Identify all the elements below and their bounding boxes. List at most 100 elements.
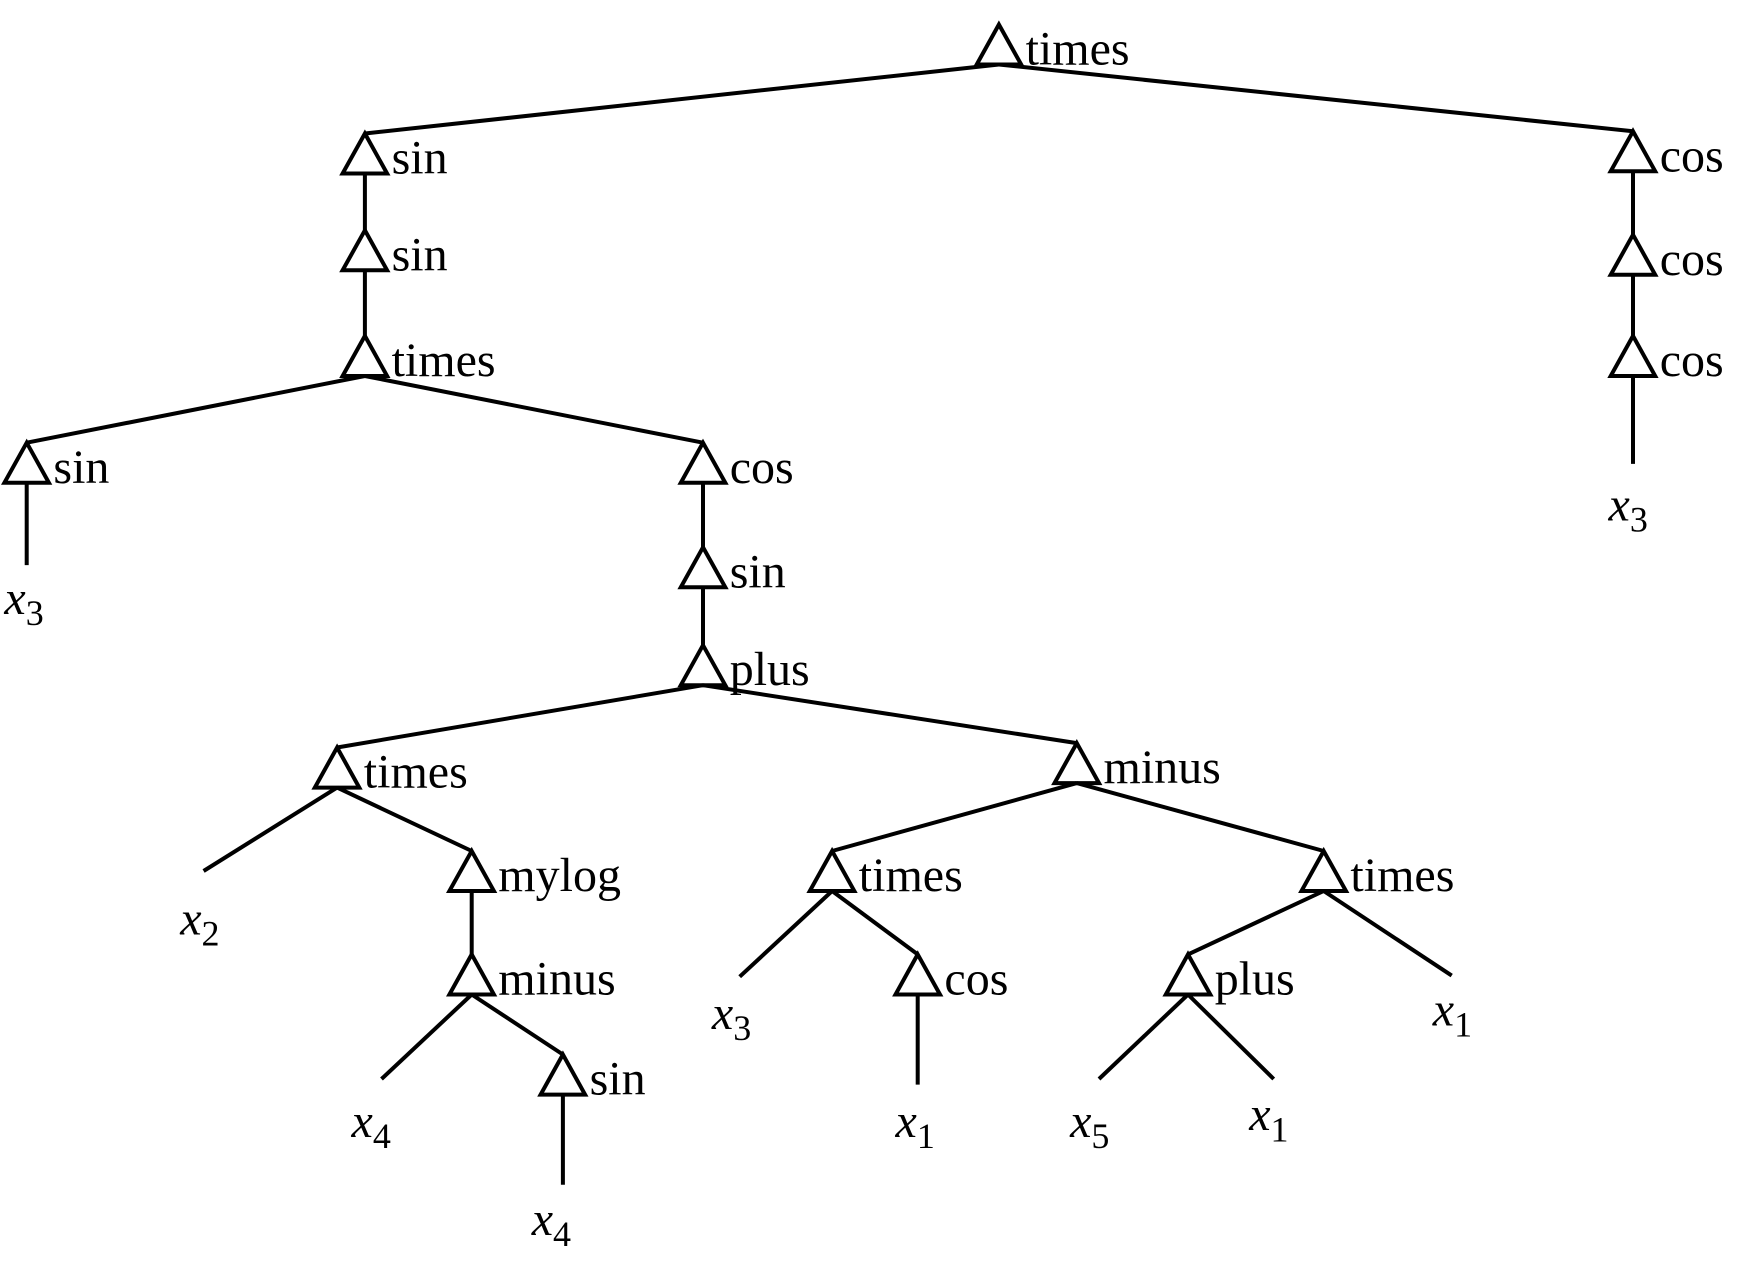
- leaf-variable-label: x3: [3, 572, 43, 633]
- tree-edge: [738, 889, 834, 979]
- operator-label: cos: [1660, 129, 1724, 182]
- operator-label: sin: [392, 228, 448, 281]
- operator-label: plus: [730, 643, 810, 696]
- operator-label: cos: [1660, 334, 1724, 387]
- triangle-node-icon: [1607, 127, 1659, 174]
- triangle-node-icon: [445, 846, 498, 893]
- triangle-node-icon: [973, 20, 1025, 67]
- operator-node-plus: plus: [677, 641, 810, 696]
- operator-label: plus: [1215, 953, 1295, 1006]
- tree-edge: [702, 683, 1078, 746]
- operator-node-times: times: [973, 20, 1130, 76]
- leaf-variable-label: x3: [1608, 479, 1648, 540]
- operator-node-sin: sin: [339, 129, 448, 185]
- tree-edge: [1097, 993, 1190, 1081]
- leaf-subscript: 5: [1091, 1116, 1109, 1156]
- triangle-node-icon: [339, 226, 391, 273]
- triangle-node-icon: [806, 846, 858, 893]
- leaf-subscript: 4: [553, 1214, 571, 1254]
- triangle-node-icon: [1051, 738, 1103, 786]
- tree-edge: [1076, 781, 1325, 853]
- leaf-variable-label: x1: [1432, 984, 1472, 1045]
- tree-edge: [1187, 889, 1325, 957]
- triangle-node-icon: [339, 331, 391, 378]
- operator-node-minus: minus: [445, 950, 616, 1006]
- operator-node-sin: sin: [339, 226, 448, 281]
- operator-node-cos: cos: [677, 438, 794, 494]
- operator-label: cos: [730, 441, 794, 494]
- operator-node-mylog: mylog: [445, 846, 621, 902]
- triangle-node-icon: [1298, 846, 1350, 893]
- leaf-variable-label: x4: [531, 1193, 571, 1254]
- tree-nodes: times sin sin times sin cos sin plus times mylog m…: [0, 20, 1724, 1106]
- operator-node-plus: plus: [1162, 950, 1295, 1006]
- triangle-node-icon: [677, 543, 729, 590]
- leaf-subscript: 3: [733, 1008, 751, 1048]
- triangle-node-icon: [445, 950, 498, 997]
- operator-node-times: times: [1298, 846, 1454, 902]
- leaf-subscript: 1: [917, 1116, 935, 1156]
- triangle-node-icon: [1607, 230, 1659, 277]
- leaf-subscript: 1: [1454, 1005, 1472, 1045]
- tree-edge: [26, 374, 366, 445]
- triangle-node-icon: [311, 743, 363, 790]
- leaf-variable-label: x1: [895, 1095, 935, 1156]
- triangle-node-icon: [1607, 331, 1659, 378]
- operator-node-sin: sin: [677, 543, 786, 598]
- operator-label: minus: [498, 953, 615, 1006]
- leaf-variable-label: x2: [179, 892, 219, 953]
- tree-edge: [470, 992, 564, 1057]
- operator-node-cos: cos: [1607, 331, 1724, 387]
- triangle-node-icon: [677, 641, 729, 688]
- operator-label: cos: [944, 953, 1008, 1006]
- tree-edge: [1322, 889, 1453, 978]
- operator-label: times: [1350, 849, 1454, 902]
- leaf-subscript: 2: [202, 914, 220, 954]
- leaf-variable-label: x3: [711, 987, 751, 1048]
- operator-label: sin: [53, 441, 109, 494]
- operator-node-times: times: [311, 743, 468, 799]
- leaf-subscript: 1: [1271, 1109, 1289, 1149]
- tree-edge: [831, 781, 1078, 853]
- tree-edge: [202, 785, 339, 873]
- triangle-node-icon: [892, 950, 944, 997]
- operator-node-times: times: [806, 846, 963, 902]
- operator-node-sin: sin: [537, 1050, 646, 1106]
- triangle-node-icon: [677, 438, 729, 485]
- leaf-variable-label: x1: [1248, 1088, 1288, 1149]
- operator-node-times: times: [339, 331, 496, 387]
- operator-node-cos: cos: [892, 950, 1008, 1006]
- tree-edge: [998, 62, 1634, 134]
- operator-label: sin: [392, 132, 448, 185]
- operator-label: sin: [590, 1053, 646, 1106]
- tree-edge: [336, 683, 704, 750]
- tree-edge: [364, 62, 1000, 136]
- operator-node-sin: sin: [0, 438, 109, 494]
- operator-node-cos: cos: [1607, 230, 1724, 286]
- tree-edge: [1186, 993, 1276, 1081]
- tree-edge: [336, 785, 473, 853]
- operator-label: minus: [1104, 741, 1221, 794]
- tree-edges: [24, 62, 1635, 1185]
- triangle-node-icon: [339, 129, 391, 176]
- tree-edge: [830, 889, 919, 957]
- tree-edge: [364, 374, 704, 445]
- tree-edge: [380, 993, 474, 1081]
- leaf-subscript: 3: [1630, 500, 1648, 540]
- operator-label: times: [364, 746, 468, 799]
- operator-label: mylog: [498, 849, 621, 902]
- operator-label: times: [859, 849, 963, 902]
- triangle-node-icon: [537, 1050, 589, 1097]
- operator-label: sin: [730, 545, 786, 598]
- leaf-subscript: 3: [26, 593, 44, 633]
- operator-node-cos: cos: [1607, 127, 1724, 182]
- leaf-variable-label: x5: [1069, 1095, 1109, 1156]
- triangle-node-icon: [0, 438, 53, 485]
- leaf-variable-label: x4: [351, 1095, 391, 1156]
- operator-node-minus: minus: [1051, 738, 1221, 794]
- operator-label: times: [392, 334, 496, 387]
- operator-label: times: [1026, 23, 1130, 76]
- triangle-node-icon: [1162, 950, 1214, 997]
- operator-label: cos: [1660, 233, 1724, 286]
